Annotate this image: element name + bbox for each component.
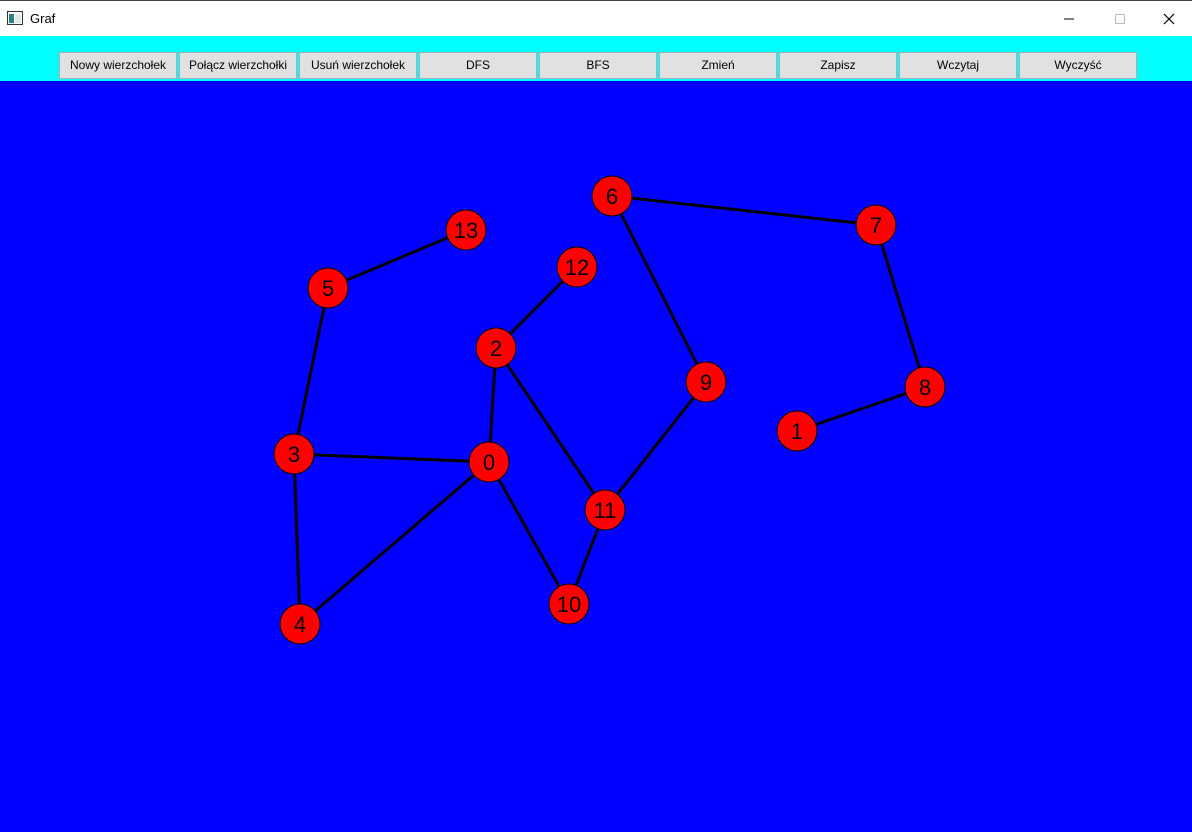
vertex-label: 5 — [322, 276, 334, 301]
graph-edge-9-6 — [610, 195, 708, 383]
vertex-label: 6 — [606, 184, 618, 209]
graph-edge-4-0 — [299, 460, 490, 626]
graph-edge-5-3 — [292, 287, 330, 455]
minimize-icon — [1064, 18, 1074, 20]
graph-vertex-8[interactable]: 8 — [904, 366, 946, 408]
bfs-button[interactable]: BFS — [539, 52, 657, 79]
vertex-circle[interactable] — [468, 441, 510, 483]
change-button[interactable]: Zmień — [659, 52, 777, 79]
vertex-label: 2 — [490, 336, 502, 361]
connect-vertices-button[interactable]: Połącz wierzchołki — [179, 52, 297, 79]
graph-vertex-9[interactable]: 9 — [685, 361, 727, 403]
graph-vertex-2[interactable]: 2 — [475, 327, 517, 369]
close-icon — [1163, 13, 1175, 25]
graph-edge-13-5 — [327, 228, 467, 290]
vertex-circle[interactable] — [591, 175, 633, 217]
vertex-label: 7 — [870, 213, 882, 238]
dfs-button[interactable]: DFS — [419, 52, 537, 79]
graph-vertex-3[interactable]: 3 — [273, 433, 315, 475]
graph-vertex-11[interactable]: 11 — [584, 489, 626, 531]
toolbar: Nowy wierzchołek Połącz wierzchołki Usuń… — [0, 36, 1192, 81]
vertex-circle[interactable] — [273, 433, 315, 475]
graph-vertex-13[interactable]: 13 — [445, 209, 487, 251]
vertex-label: 0 — [483, 450, 495, 475]
graph-vertex-7[interactable]: 7 — [855, 204, 897, 246]
new-vertex-button[interactable]: Nowy wierzchołek — [59, 52, 177, 79]
vertex-circle[interactable] — [279, 603, 321, 645]
graph-edge-11-9 — [603, 381, 708, 511]
vertex-circle[interactable] — [776, 410, 818, 452]
graph-vertex-1[interactable]: 1 — [776, 410, 818, 452]
vertex-circle[interactable] — [548, 583, 590, 625]
vertex-label: 4 — [294, 612, 306, 637]
delete-vertex-button[interactable]: Usuń wierzchołek — [299, 52, 417, 79]
vertex-label: 11 — [594, 498, 617, 523]
graph-vertex-6[interactable]: 6 — [591, 175, 633, 217]
vertex-circle[interactable] — [584, 489, 626, 531]
clear-button[interactable]: Wyczyść — [1019, 52, 1137, 79]
vertex-circle[interactable] — [685, 361, 727, 403]
close-button[interactable] — [1146, 1, 1192, 37]
vertex-circle[interactable] — [904, 366, 946, 408]
vertex-label: 8 — [919, 375, 931, 400]
vertex-circle[interactable] — [445, 209, 487, 251]
graph-vertex-4[interactable]: 4 — [279, 603, 321, 645]
vertex-label: 1 — [791, 419, 803, 444]
graph-edge-3-4 — [292, 453, 302, 625]
maximize-icon — [1115, 14, 1125, 24]
vertex-label: 13 — [454, 218, 478, 243]
app-window-icon — [7, 11, 23, 25]
title-bar: Graf — [0, 0, 1192, 36]
vertex-label: 10 — [557, 592, 581, 617]
vertex-label: 9 — [700, 370, 712, 395]
vertex-label: 12 — [565, 255, 589, 280]
vertex-circle[interactable] — [556, 246, 598, 288]
save-button[interactable]: Zapisz — [779, 52, 897, 79]
vertex-circle[interactable] — [855, 204, 897, 246]
vertex-circle[interactable] — [307, 267, 349, 309]
graph-vertex-0[interactable]: 0 — [468, 441, 510, 483]
graph-edge-2-11 — [494, 347, 607, 511]
graph-vertex-10[interactable]: 10 — [548, 583, 590, 625]
graph-vertex-5[interactable]: 5 — [307, 267, 349, 309]
load-button[interactable]: Wczytaj — [899, 52, 1017, 79]
minimize-button[interactable] — [1046, 1, 1092, 37]
graph-vertex-12[interactable]: 12 — [556, 246, 598, 288]
graph-edge-7-8 — [874, 224, 927, 388]
maximize-button[interactable] — [1097, 1, 1143, 37]
window-title: Graf — [30, 11, 56, 26]
graph-edge-8-1 — [796, 385, 926, 433]
graph-edge-0-10 — [487, 461, 571, 605]
graph-edge-6-7 — [611, 194, 877, 227]
vertex-label: 3 — [288, 442, 300, 467]
graph-edge-3-0 — [293, 452, 490, 464]
vertex-circle[interactable] — [475, 327, 517, 369]
